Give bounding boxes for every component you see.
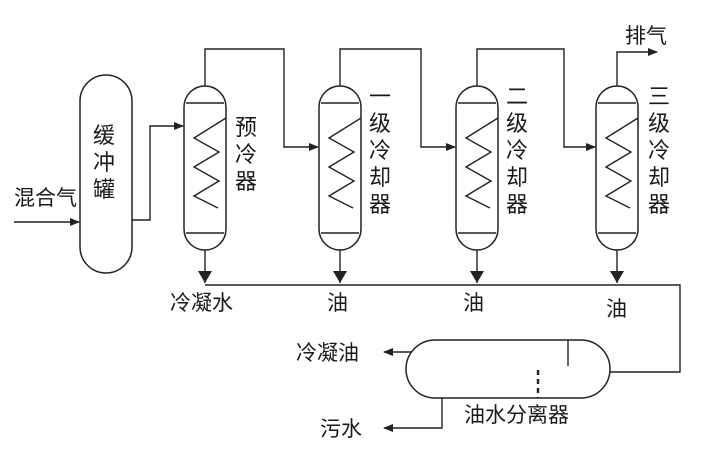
precooler-vessel	[183, 85, 227, 251]
cooler-3-label-1: 三	[648, 85, 670, 110]
condensate-water-label: 冷凝水	[170, 291, 233, 315]
cooler-3-label-5: 器	[648, 193, 670, 218]
precooler-label-2: 冷	[235, 143, 257, 168]
cooler-1-label-1: 一	[369, 85, 391, 110]
flow-cooler2-to-cooler3	[476, 48, 596, 151]
cooler-3-label-4: 却	[648, 166, 670, 191]
cooler-3-label-3: 冷	[648, 139, 670, 164]
waste-water-label: 污水	[320, 417, 362, 441]
drain-cooler-2-arrow	[470, 271, 484, 283]
cooler-1-label-4: 却	[369, 166, 391, 191]
vent-label: 排气	[625, 24, 667, 48]
flow-waste-water	[383, 398, 443, 432]
flow-tank-to-precooler	[132, 122, 184, 221]
cooler-2-coil	[464, 117, 499, 209]
precooler-label-1: 预	[235, 116, 257, 141]
cooler-1-vessel	[318, 85, 362, 251]
cooler-1-label-3: 冷	[369, 139, 391, 164]
drain-cooler-1-arrow	[333, 271, 347, 283]
drain-cooler-3-arrow	[610, 271, 624, 283]
cooler-3-label-2: 级	[648, 112, 670, 137]
oil-water-separator	[405, 339, 611, 399]
condensed-oil-label: 冷凝油	[296, 341, 359, 365]
flow-cooler1-to-cooler2	[339, 48, 456, 151]
buffer-tank-label-1: 缓	[93, 124, 115, 149]
cooler-1-label-5: 器	[369, 193, 391, 218]
cooler-3-coil	[604, 117, 639, 209]
flow-vent	[616, 48, 658, 86]
drain-precooler-arrow	[198, 271, 212, 283]
oil-label-1: 油	[327, 291, 348, 315]
cooler-2-label-4: 却	[506, 166, 528, 191]
cooler-3-vessel	[595, 85, 639, 251]
precooler-coil	[192, 117, 227, 209]
oil-label-3: 油	[606, 297, 627, 321]
separator-label: 油水分离器	[464, 403, 569, 427]
cooler-2-label-5: 器	[506, 193, 528, 218]
buffer-tank	[79, 74, 133, 274]
cooler-2-label-1: 二	[506, 85, 528, 110]
buffer-tank-label-3: 罐	[93, 178, 115, 203]
precooler-label-3: 器	[235, 170, 257, 195]
cooler-2-vessel	[455, 85, 499, 251]
collection-header	[205, 284, 681, 373]
cooler-2-label-3: 冷	[506, 139, 528, 164]
feed-label: 混合气	[14, 186, 77, 210]
cooler-1-label-2: 级	[369, 112, 391, 137]
cooler-1-coil	[327, 117, 362, 209]
cooler-2-label-2: 级	[506, 112, 528, 137]
flow-precooler-to-cooler1	[204, 48, 319, 151]
buffer-tank-label-2: 冲	[93, 151, 115, 176]
oil-label-2: 油	[463, 291, 484, 315]
